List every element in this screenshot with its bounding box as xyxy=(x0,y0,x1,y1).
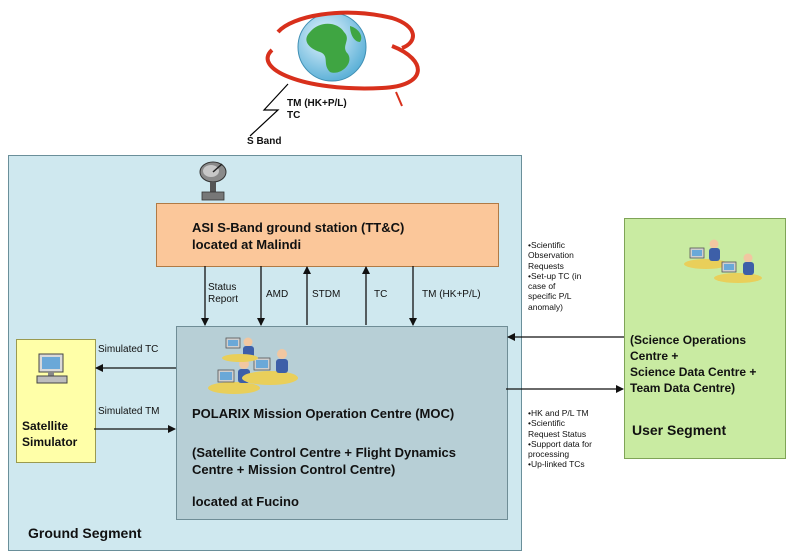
ground-station-box xyxy=(156,203,499,267)
list-item: processing xyxy=(528,449,570,460)
list-item: •Set-up TC (in xyxy=(528,270,582,281)
moc-location: located at Fucino xyxy=(192,494,299,509)
simulator-title-2: Simulator xyxy=(22,435,78,449)
delivery-bullet-list: •HK and P/L TM •Scientific Request Statu… xyxy=(528,408,592,470)
workstation-icon xyxy=(36,353,68,384)
user-segment-line-4: Team Data Centre) xyxy=(630,381,736,395)
tm-label: TM (HK+P/L) xyxy=(422,289,481,300)
moc-title: POLARIX Mission Operation Centre (MOC) xyxy=(192,406,455,421)
user-segment-box xyxy=(624,218,786,459)
operators-icon xyxy=(208,337,298,394)
link-tc-label: TC xyxy=(287,110,301,121)
list-item: Request Status xyxy=(528,428,587,439)
user-segment-line-1: (Science Operations xyxy=(630,333,747,347)
s-band-label: S Band xyxy=(247,136,282,147)
s-band-link-icon xyxy=(249,83,289,137)
list-item: Requests xyxy=(528,260,564,271)
ground-segment-title: Ground Segment xyxy=(28,525,142,541)
stdm-label: STDM xyxy=(312,289,341,300)
moc-subtitle-2: Centre + Mission Control Centre) xyxy=(192,462,396,477)
status-report-label-1: Status xyxy=(208,282,237,293)
ground-station-location: located at Malindi xyxy=(192,237,302,252)
user-segment-title: User Segment xyxy=(632,422,727,438)
simulated-tc-label: Simulated TC xyxy=(98,344,159,355)
list-item: •Up-linked TCs xyxy=(528,459,585,470)
list-item: •HK and P/L TM xyxy=(528,408,589,418)
requests-bullet-list: •Scientific Observation Requests •Set-up… xyxy=(528,240,581,312)
globe-icon xyxy=(265,10,420,107)
status-report-label-2: Report xyxy=(208,294,239,305)
list-item: Observation xyxy=(528,250,574,261)
simulated-tm-label: Simulated TM xyxy=(98,406,160,417)
user-segment-line-2: Centre + xyxy=(630,349,679,363)
simulator-title-1: Satellite xyxy=(22,419,69,433)
list-item: •Scientific xyxy=(528,240,565,250)
moc-subtitle-1: (Satellite Control Centre + Flight Dynam… xyxy=(192,445,457,460)
ground-station-title: ASI S-Band ground station (TT&C) xyxy=(192,220,405,235)
list-item: anomaly) xyxy=(528,301,563,312)
user-segment-line-3: Science Data Centre + xyxy=(630,365,757,379)
amd-label: AMD xyxy=(266,289,289,300)
tc-label: TC xyxy=(374,289,388,300)
list-item: case of xyxy=(528,281,556,292)
list-item: specific P/L xyxy=(528,291,572,302)
satellite-dish-icon xyxy=(199,161,227,201)
list-item: •Scientific xyxy=(528,418,565,429)
user-operators-icon xyxy=(684,239,762,283)
link-tm-label: TM (HK+P/L) xyxy=(287,98,347,109)
list-item: •Support data for xyxy=(528,438,592,449)
